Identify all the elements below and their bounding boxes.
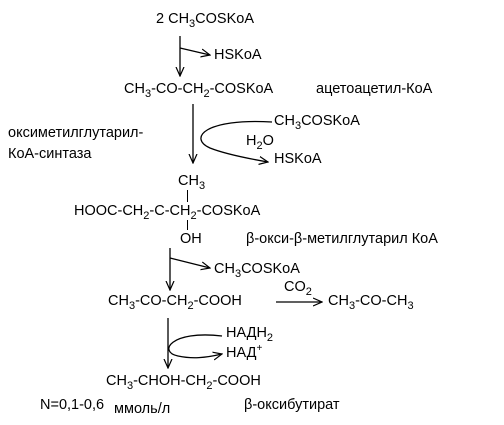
acetyl-coa-release: CH3COSKoA xyxy=(214,261,300,280)
arrow-step4-curve xyxy=(168,334,222,358)
co2-release: CO2 xyxy=(284,279,312,298)
acetoacetyl-coa-name: ацетоацетил-КоА xyxy=(316,81,433,97)
acetoacetate-formula: CH3-CO-CH2-COOH xyxy=(108,293,242,312)
hydroxybutyrate-formula: CH3-CHOH-CH2-COOH xyxy=(106,373,261,392)
normal-range-value: N=0,1-0,6 xyxy=(40,397,105,413)
enzyme-label-line1: оксиметилглутарил- xyxy=(8,125,144,141)
hskoa-release-2: HSKoA xyxy=(274,151,322,167)
acetyl-coa-input: CH3COSKoA xyxy=(274,113,360,132)
nadh2-input: НАДН2 xyxy=(226,325,274,344)
enzyme-label-line2: КоА-синтаза xyxy=(8,146,92,162)
hskoa-release-1: HSKoA xyxy=(214,47,262,63)
hmg-oh-bond xyxy=(187,220,189,230)
hmg-coa-formula: HOOC-CH2-C-CH2-COSKoA xyxy=(74,203,261,222)
acetoacetyl-coa-formula: CH3-CO-CH2-COSKoA xyxy=(124,81,274,100)
hmg-methyl: CH3 xyxy=(178,173,206,192)
hmg-methyl-bond xyxy=(187,190,189,202)
hmg-coa-name: β-окси-β-метилглутарил КоА xyxy=(246,231,438,247)
arrow-step2-curve xyxy=(200,120,273,162)
water-input: H2O xyxy=(246,133,274,152)
acetone-formula: CH3-CO-CH3 xyxy=(328,293,414,312)
acetyl-coa-start: 2 CH3COSKoA xyxy=(156,11,255,30)
hmg-oh: OH xyxy=(180,231,202,247)
nad-output: НАД+ xyxy=(226,343,263,361)
arrow-step3-release xyxy=(169,257,210,268)
hydroxybutyrate-name: β-оксибутират xyxy=(244,397,340,413)
arrow-step1-release xyxy=(179,47,210,55)
normal-range-unit: ммоль/л xyxy=(114,401,171,417)
